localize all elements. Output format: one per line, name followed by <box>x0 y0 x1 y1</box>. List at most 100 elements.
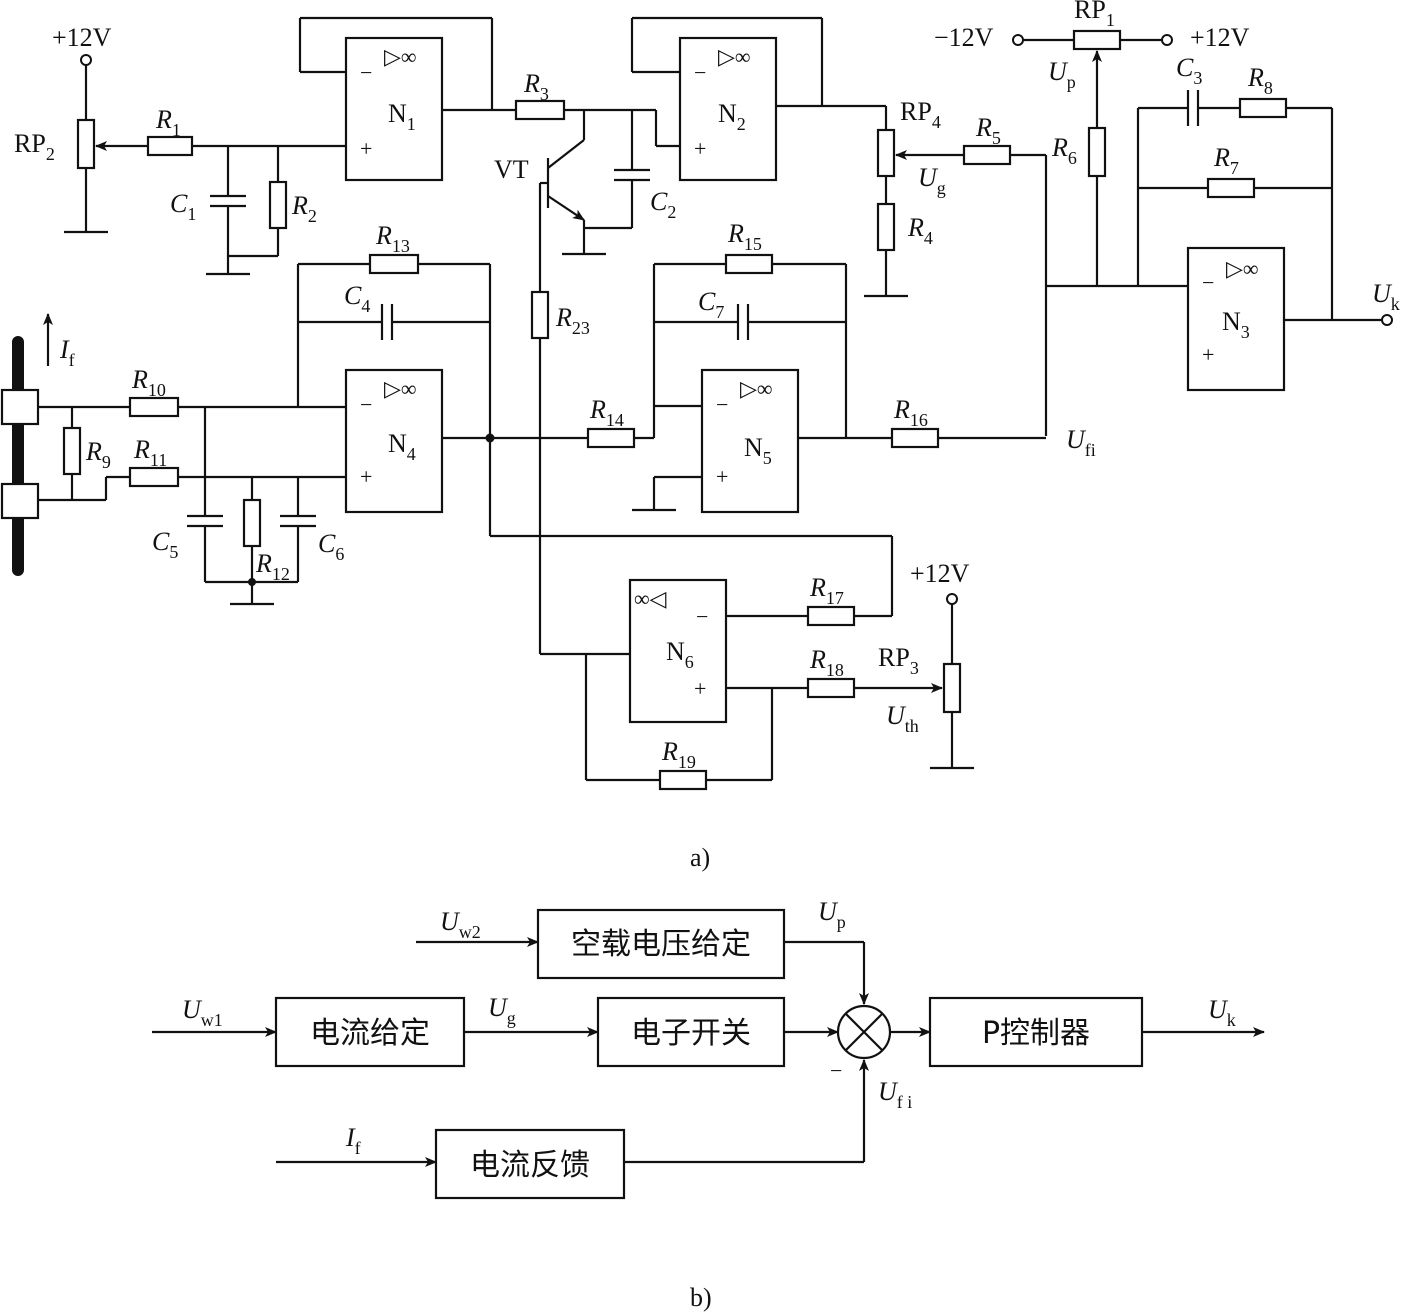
label-uw2: U <box>440 907 461 936</box>
resistor-r23 <box>530 290 550 340</box>
label-n3: N <box>1222 307 1241 336</box>
svg-text:Up: Up <box>818 897 846 932</box>
label-n4: N <box>388 429 407 458</box>
svg-text:电流反馈: 电流反馈 <box>470 1148 590 1183</box>
svg-text:空载电压给定: 空载电压给定 <box>571 927 751 962</box>
label-r12: R <box>255 549 272 578</box>
svg-text:R3: R3 <box>523 69 549 104</box>
label-r19: R <box>661 737 678 766</box>
svg-text:电流给定: 电流给定 <box>310 1016 430 1051</box>
label-rp1: RP <box>1074 0 1106 24</box>
label-r2: R <box>291 191 308 220</box>
resistor-r8 <box>1238 97 1288 119</box>
supply-plus12v-top: +12V <box>1190 23 1250 52</box>
svg-text:R18: R18 <box>809 645 844 680</box>
label-r1: R <box>155 105 172 134</box>
label-c7: C <box>698 287 716 316</box>
svg-text:R11: R11 <box>133 435 167 470</box>
svg-text:C7: C7 <box>698 287 724 322</box>
pot-rp4 <box>876 128 896 178</box>
svg-text:R15: R15 <box>727 219 762 254</box>
svg-text:R1: R1 <box>155 105 181 140</box>
block-current-set <box>274 996 466 1068</box>
resistor-r17 <box>806 605 856 627</box>
svg-text:▷∞: ▷∞ <box>718 44 751 69</box>
supply-plus12v-bottom: +12V <box>910 559 970 588</box>
label-rp3: RP <box>878 643 910 672</box>
sign-minus: − <box>830 1058 842 1083</box>
resistor-r16 <box>890 427 940 449</box>
svg-text:If: If <box>59 335 75 370</box>
resistor-r2 <box>268 180 288 230</box>
opamp-n4: R13 C4 − + ▷∞ N4 <box>296 221 588 536</box>
svg-text:+: + <box>360 136 372 161</box>
svg-text:−: − <box>716 392 728 417</box>
svg-text:N2: N2 <box>718 99 746 134</box>
opamp-n6: R17 ∞◁ − + N6 R18 RP3 Uth +12V R19 <box>490 534 974 791</box>
label-uk-block: U <box>1208 995 1229 1024</box>
label-ug: U <box>918 163 939 192</box>
summing-junction <box>836 1004 892 1060</box>
svg-text:N6: N6 <box>666 637 694 672</box>
label-r9: R <box>85 437 102 466</box>
svg-text:R23: R23 <box>555 303 590 338</box>
label-r8: R <box>1247 63 1264 92</box>
svg-text:R19: R19 <box>661 737 696 772</box>
svg-text:RP4: RP4 <box>900 97 941 132</box>
label-rp2: RP <box>14 129 46 158</box>
resistor-r4 <box>876 202 896 252</box>
label-c6: C <box>318 529 336 558</box>
svg-text:RP3: RP3 <box>878 643 919 678</box>
svg-text:RP1: RP1 <box>1074 0 1115 30</box>
svg-text:R13: R13 <box>375 221 410 256</box>
svg-text:Ufi: Ufi <box>1066 425 1096 460</box>
label-r18: R <box>809 645 826 674</box>
label-c3: C <box>1176 53 1194 82</box>
svg-text:Uf i: Uf i <box>878 1077 912 1112</box>
pot-rp2 <box>76 118 96 170</box>
svg-text:R7: R7 <box>1213 143 1239 178</box>
svg-text:Up: Up <box>1048 57 1076 92</box>
resistor-r18 <box>806 677 856 699</box>
svg-text:Uk: Uk <box>1372 279 1400 314</box>
svg-text:R5: R5 <box>975 113 1001 148</box>
resistor-r10 <box>128 396 180 418</box>
svg-text:Ug: Ug <box>488 993 516 1028</box>
label-r6: R <box>1051 133 1068 162</box>
svg-text:−: − <box>360 60 372 85</box>
label-c5: C <box>152 527 170 556</box>
label-r15: R <box>727 219 744 248</box>
resistor-r6 <box>1087 126 1107 178</box>
svg-text:Uw1: Uw1 <box>182 995 223 1030</box>
resistor-r19 <box>658 769 708 791</box>
label-uw1: U <box>182 995 203 1024</box>
svg-text:R9: R9 <box>85 437 111 472</box>
label-rp4: RP <box>900 97 932 126</box>
label-ufi-circuit: U <box>1066 425 1087 454</box>
svg-text:+: + <box>694 676 706 701</box>
rp2-network: +12V RP2 R1 C1 R2 <box>14 23 346 276</box>
label-if-circuit: I <box>59 335 70 364</box>
svg-text:+: + <box>360 464 372 489</box>
svg-text:▷∞: ▷∞ <box>740 376 773 401</box>
label-up-block: U <box>818 897 839 926</box>
opamp-n5: R14 R15 C7 − + ▷∞ N5 R16 U <box>586 219 1096 514</box>
svg-text:▷∞: ▷∞ <box>1226 256 1259 281</box>
block-current-feedback <box>434 1128 626 1200</box>
resistor-r5 <box>962 144 1012 166</box>
resistor-r9 <box>62 426 82 476</box>
caption-b: b) <box>690 1283 712 1312</box>
terminal-plus12v-left <box>80 54 92 66</box>
svg-text:−: − <box>360 392 372 417</box>
label-r23: R <box>555 303 572 332</box>
svg-text:R14: R14 <box>589 395 624 430</box>
caption-a: a) <box>690 843 710 872</box>
label-r16: R <box>893 395 910 424</box>
shunt-bar <box>12 336 24 576</box>
svg-text:R2: R2 <box>291 191 317 226</box>
pot-rp1 <box>1072 29 1122 51</box>
supply-minus12v: −12V <box>934 23 994 52</box>
label-n2: N <box>718 99 737 128</box>
svg-text:N5: N5 <box>744 433 772 468</box>
svg-text:电子开关: 电子开关 <box>631 1016 751 1051</box>
